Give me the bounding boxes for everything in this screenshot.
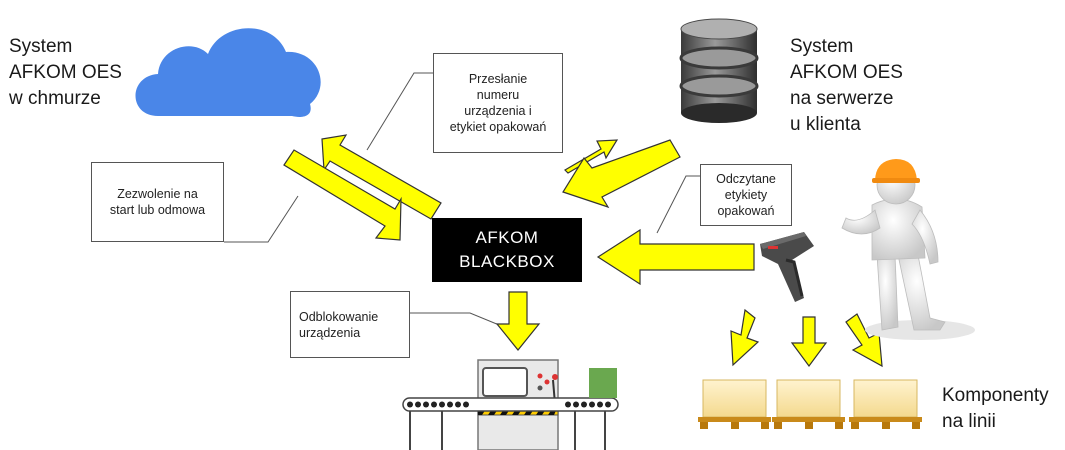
arrow-to-server: [564, 139, 619, 174]
database-icon: [679, 18, 759, 123]
arrow-to-machine: [495, 291, 541, 351]
components-label: Komponenty na linii: [942, 385, 1049, 432]
blackbox-line-1: AFKOM: [475, 228, 539, 247]
arrow-to-box-1: [730, 308, 760, 367]
barcode-scanner-icon: [760, 232, 814, 302]
note-transfer: Przesłanie numeru urządzenia i etykiet o…: [433, 53, 563, 153]
arrow-to-box-3: [845, 313, 883, 368]
cloud-icon: [135, 28, 321, 117]
flow-arrows: [283, 134, 883, 368]
note-permission: Zezwolenie na start lub odmowa: [91, 162, 224, 242]
blackbox-line-2: BLACKBOX: [459, 252, 555, 271]
conveyor-machine: [402, 359, 619, 450]
note-unlock: Odblokowanie urządzenia: [290, 291, 410, 358]
afkom-blackbox: AFKOM BLACKBOX: [432, 218, 582, 282]
component-boxes: [698, 379, 922, 429]
arrow-from-cloud: [283, 149, 402, 241]
component-box-2: [772, 379, 845, 429]
arrow-from-scanner: [596, 228, 755, 286]
component-box-3: [849, 379, 922, 429]
connector-lines: [224, 72, 700, 328]
component-box-1: [698, 379, 771, 429]
cloud-system-label: System AFKOM OES w chmurze: [9, 36, 122, 109]
server-system-label: System AFKOM OES na serwerze u klienta: [790, 36, 903, 135]
arrow-from-server: [562, 139, 681, 209]
arrow-to-box-2: [790, 316, 828, 368]
note-read-labels: Odczytane etykiety opakowań: [700, 164, 792, 226]
worker-figure: [841, 159, 975, 340]
